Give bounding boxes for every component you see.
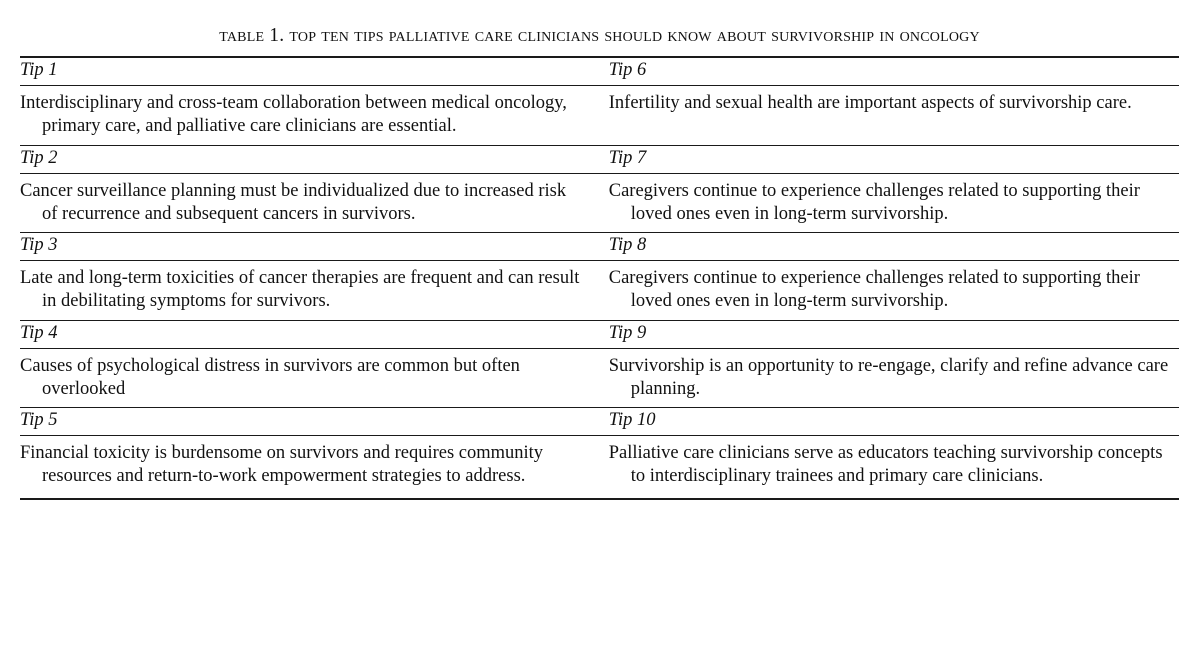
column-gap bbox=[583, 436, 608, 499]
tip-text-4: Causes of psychological distress in surv… bbox=[20, 355, 520, 399]
tip-body-cell-left: Cancer surveillance planning must be ind… bbox=[20, 173, 584, 234]
tip-header-cell-left: Tip 3 bbox=[20, 232, 584, 262]
column-gap bbox=[583, 260, 609, 321]
tip-text-10: Palliative care clinicians serve as educ… bbox=[608, 443, 1163, 487]
tip-header-cell-right: Tip 9 bbox=[608, 320, 1179, 349]
tip-body-cell-right: Survivorship is an opportunity to re-eng… bbox=[608, 348, 1179, 409]
column-gap bbox=[583, 232, 609, 262]
tip-header-row: Tip 5 Tip 10 bbox=[20, 407, 1179, 437]
tip-text-1: Interdisciplinary and cross-team collabo… bbox=[20, 93, 567, 137]
column-gap bbox=[583, 407, 609, 437]
tip-body-cell-right: Caregivers continue to experience challe… bbox=[608, 260, 1179, 321]
tip-header-row: Tip 2 Tip 7 bbox=[20, 145, 1179, 174]
tip-body-row: Financial toxicity is burdensome on surv… bbox=[20, 436, 1179, 499]
tip-label-10: Tip 10 bbox=[608, 410, 656, 431]
tip-body-cell-right: Palliative care clinicians serve as educ… bbox=[609, 436, 1179, 499]
tip-label-7: Tip 7 bbox=[608, 147, 647, 168]
tip-body-row: Causes of psychological distress in surv… bbox=[20, 348, 1179, 409]
tip-header-row: Tip 4 Tip 9 bbox=[20, 320, 1179, 349]
column-gap bbox=[583, 348, 609, 409]
tip-header-cell-left: Tip 4 bbox=[20, 320, 584, 349]
tip-header-cell-left: Tip 5 bbox=[20, 407, 584, 437]
tip-label-4: Tip 4 bbox=[20, 322, 58, 343]
tip-text-8: Caregivers continue to experience challe… bbox=[608, 268, 1140, 312]
tip-header-cell-left: Tip 1 bbox=[20, 58, 584, 87]
column-gap bbox=[583, 58, 609, 87]
tip-body-cell-left: Late and long-term toxicities of cancer … bbox=[20, 260, 584, 321]
tip-body-cell-left: Causes of psychological distress in surv… bbox=[20, 348, 584, 409]
tip-label-5: Tip 5 bbox=[20, 410, 58, 431]
tip-text-5: Financial toxicity is burdensome on surv… bbox=[20, 443, 544, 487]
tip-header-cell-right: Tip 6 bbox=[608, 58, 1179, 87]
tip-label-6: Tip 6 bbox=[608, 60, 647, 81]
tip-text-7: Caregivers continue to experience challe… bbox=[608, 180, 1140, 224]
tip-header-row: Tip 1 Tip 6 bbox=[20, 58, 1179, 87]
tip-label-2: Tip 2 bbox=[20, 147, 58, 168]
tip-header-cell-right: Tip 10 bbox=[608, 407, 1179, 437]
tip-text-2: Cancer surveillance planning must be ind… bbox=[20, 180, 567, 224]
tip-header-cell-left: Tip 2 bbox=[20, 145, 584, 174]
tip-header-cell-right: Tip 7 bbox=[608, 145, 1179, 174]
tip-body-row: Interdisciplinary and cross-team collabo… bbox=[20, 85, 1179, 146]
column-gap bbox=[583, 145, 609, 174]
tip-label-8: Tip 8 bbox=[608, 235, 647, 256]
tip-header-cell-right: Tip 8 bbox=[608, 232, 1179, 262]
tip-label-3: Tip 3 bbox=[20, 235, 58, 256]
table-title: Table 1. Top Ten Tips Palliative Care Cl… bbox=[219, 25, 980, 46]
tip-text-9: Survivorship is an opportunity to re-eng… bbox=[608, 355, 1169, 399]
tip-body-row: Late and long-term toxicities of cancer … bbox=[20, 260, 1179, 321]
column-gap bbox=[583, 173, 609, 234]
tip-body-cell-left: Interdisciplinary and cross-team collabo… bbox=[20, 85, 584, 146]
tip-text-6: Infertility and sexual health are import… bbox=[608, 93, 1132, 114]
tip-text-3: Late and long-term toxicities of cancer … bbox=[20, 268, 580, 312]
tip-body-cell-left: Financial toxicity is burdensome on surv… bbox=[20, 436, 583, 499]
tip-body-cell-right: Infertility and sexual health are import… bbox=[608, 85, 1179, 146]
tip-body-cell-right: Caregivers continue to experience challe… bbox=[608, 173, 1179, 234]
table-bottom-rule bbox=[20, 498, 1179, 501]
tip-label-9: Tip 9 bbox=[608, 322, 647, 343]
tips-table: Tip 1 Tip 6 Interdisciplinary and cross-… bbox=[20, 56, 1179, 501]
column-gap bbox=[583, 320, 609, 349]
tip-header-row: Tip 3 Tip 8 bbox=[20, 232, 1179, 262]
tip-body-row: Cancer surveillance planning must be ind… bbox=[20, 173, 1179, 234]
column-gap bbox=[583, 85, 609, 146]
tip-label-1: Tip 1 bbox=[20, 60, 58, 81]
